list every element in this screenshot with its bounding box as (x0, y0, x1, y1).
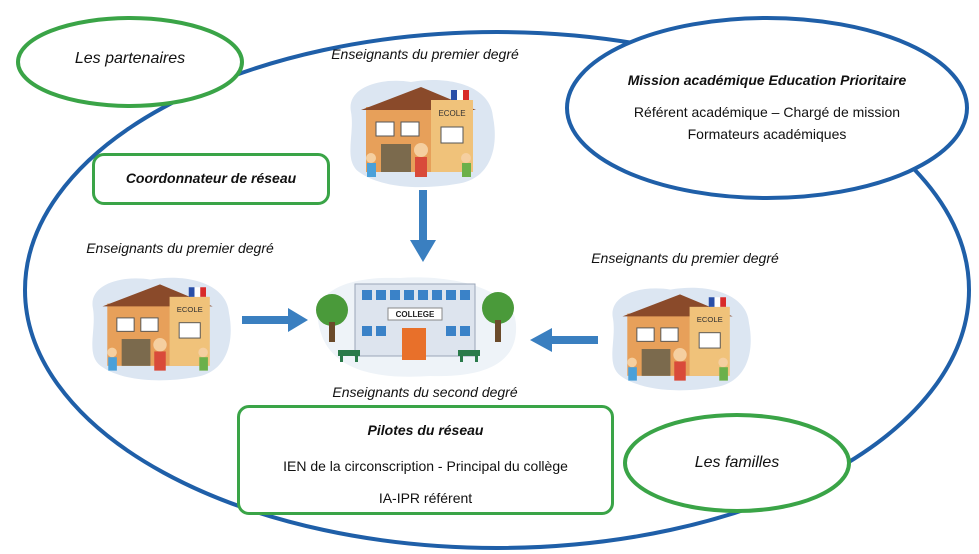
primary-school-illustration-right: ECOLE (612, 287, 751, 391)
arrow-down (410, 190, 436, 262)
mission-line1: Référent académique – Chargé de mission (633, 104, 901, 120)
mission-line2: Formateurs académiques (687, 126, 847, 142)
teachers-secondary-label: Enseignants du second degré (332, 384, 518, 400)
families-ellipse (623, 413, 851, 513)
pilots-line1: IEN de la circonscription - Principal du… (283, 458, 568, 474)
mission-ellipse (565, 16, 969, 200)
arrow-right (242, 308, 308, 332)
arrow-left (530, 328, 598, 352)
school-sign: ECOLE (177, 305, 203, 314)
teachers-top-label: Enseignants du premier degré (331, 46, 519, 62)
pilots-line2: IA-IPR référent (378, 490, 473, 506)
college-illustration: COLLEGE (316, 277, 517, 377)
families-label: Les familles (694, 454, 780, 471)
school-sign: ECOLE (438, 109, 465, 118)
coordinator-box (92, 153, 330, 205)
primary-school-illustration-top: ECOLE (350, 80, 495, 188)
college-sign: COLLEGE (396, 310, 435, 319)
partners-label: Les partenaires (74, 50, 186, 67)
mission-title: Mission académique Education Prioritaire (627, 72, 907, 88)
teachers-left-label: Enseignants du premier degré (86, 240, 274, 256)
pilots-title: Pilotes du réseau (367, 422, 484, 438)
primary-school-illustration-left: ECOLE (92, 277, 231, 381)
pilots-box (237, 405, 614, 515)
coordinator-label: Coordonnateur de réseau (125, 170, 297, 186)
teachers-right-label: Enseignants du premier degré (591, 250, 779, 266)
school-sign: ECOLE (697, 315, 723, 324)
partners-ellipse (16, 16, 244, 108)
network-ellipse (23, 30, 971, 550)
